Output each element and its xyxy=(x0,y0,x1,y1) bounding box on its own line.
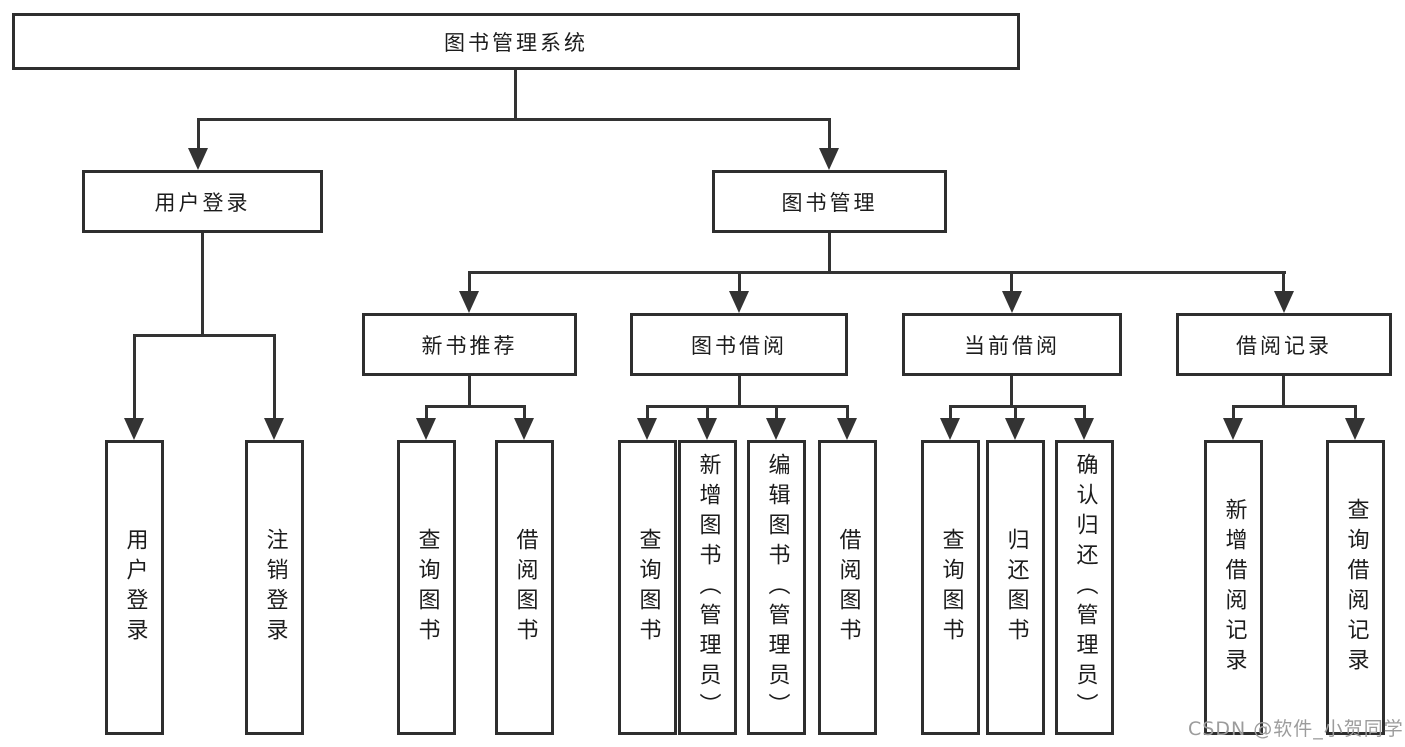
connector-records-stem xyxy=(1282,376,1285,405)
leaf-newbook-query-books: 查询图书 xyxy=(397,440,456,735)
arrowhead-down-icon xyxy=(1345,418,1365,440)
node-label: 查询图书 xyxy=(635,527,661,648)
connector-drop-leaf xyxy=(949,405,952,420)
node-book-management: 图书管理 xyxy=(712,170,947,233)
node-label: 新增借阅记录 xyxy=(1221,497,1247,678)
node-label: 图书借阅 xyxy=(691,333,787,358)
leaf-records-add-record: 新增借阅记录 xyxy=(1204,440,1263,735)
node-label: 归还图书 xyxy=(1003,527,1029,648)
node-book-borrowing: 图书借阅 xyxy=(630,313,848,376)
arrowhead-down-icon xyxy=(1074,418,1094,440)
leaf-borrowing-borrow-books: 借阅图书 xyxy=(818,440,877,735)
node-label: 查询图书 xyxy=(938,527,964,648)
connector-root-stem xyxy=(514,70,517,118)
node-user-login: 用户登录 xyxy=(82,170,323,233)
arrowhead-down-icon xyxy=(459,291,479,313)
node-borrowing-records: 借阅记录 xyxy=(1176,313,1392,376)
connector-user-stem xyxy=(201,233,204,334)
arrowhead-down-icon xyxy=(1005,418,1025,440)
arrowhead-down-icon xyxy=(940,418,960,440)
connector-drop-leaf xyxy=(646,405,649,420)
node-root-system: 图书管理系统 xyxy=(12,13,1020,70)
connector-drop-leaf xyxy=(523,405,526,420)
connector-newbook-stem xyxy=(468,376,471,405)
arrowhead-down-icon xyxy=(1002,291,1022,313)
connector-borrowing-bus xyxy=(646,405,849,408)
leaf-current-query-books: 查询图书 xyxy=(921,440,980,735)
connector-drop-current xyxy=(1010,271,1013,293)
node-label: 确认归还（管理员） xyxy=(1072,452,1098,723)
leaf-newbook-borrow-books: 借阅图书 xyxy=(495,440,554,735)
leaf-records-query-record: 查询借阅记录 xyxy=(1326,440,1385,735)
csdn-watermark: CSDN @软件_小贺同学 xyxy=(1188,718,1404,740)
connector-newbook-bus xyxy=(425,405,526,408)
connector-mgmt-stem xyxy=(828,233,831,271)
arrowhead-down-icon xyxy=(819,148,839,170)
leaf-borrowing-edit-books-admin: 编辑图书（管理员） xyxy=(747,440,806,735)
node-label: 用户登录 xyxy=(122,527,148,648)
connector-drop-borrowing xyxy=(738,271,741,293)
connector-drop-newbook xyxy=(468,271,471,293)
connector-drop-leaf xyxy=(706,405,709,420)
connector-drop-leaf xyxy=(1014,405,1017,420)
node-label: 借阅图书 xyxy=(835,527,861,648)
node-label: 当前借阅 xyxy=(964,333,1060,358)
arrowhead-down-icon xyxy=(837,418,857,440)
node-new-book-recommend: 新书推荐 xyxy=(362,313,577,376)
node-label: 图书管理系统 xyxy=(444,30,588,55)
connector-drop-leaf xyxy=(133,334,136,420)
node-label: 用户登录 xyxy=(154,190,251,215)
connector-drop-leaf xyxy=(1083,405,1086,420)
node-label: 借阅记录 xyxy=(1236,333,1332,358)
node-label: 编辑图书（管理员） xyxy=(764,452,790,723)
leaf-borrowing-query-books: 查询图书 xyxy=(618,440,677,735)
connector-records-bus xyxy=(1232,405,1357,408)
arrowhead-down-icon xyxy=(637,418,657,440)
connector-drop-records xyxy=(1282,271,1285,293)
arrowhead-down-icon xyxy=(416,418,436,440)
connector-drop-book-mgmt xyxy=(828,118,831,150)
connector-current-bus xyxy=(949,405,1086,408)
node-current-borrowing: 当前借阅 xyxy=(902,313,1122,376)
connector-drop-leaf xyxy=(273,334,276,420)
leaf-current-confirm-return-admin: 确认归还（管理员） xyxy=(1055,440,1114,735)
connector-drop-leaf xyxy=(775,405,778,420)
connector-borrowing-stem xyxy=(738,376,741,405)
arrowhead-down-icon xyxy=(1274,291,1294,313)
arrowhead-down-icon xyxy=(697,418,717,440)
arrowhead-down-icon xyxy=(1223,418,1243,440)
leaf-user-login: 用户登录 xyxy=(105,440,164,735)
node-label: 新增图书（管理员） xyxy=(695,452,721,723)
connector-drop-leaf xyxy=(425,405,428,420)
arrowhead-down-icon xyxy=(766,418,786,440)
connector-user-bus xyxy=(133,334,276,337)
connector-drop-leaf xyxy=(846,405,849,420)
node-label: 注销登录 xyxy=(262,527,288,648)
node-label: 查询借阅记录 xyxy=(1343,497,1369,678)
arrowhead-down-icon xyxy=(188,148,208,170)
connector-drop-user-login xyxy=(197,118,200,150)
connector-current-stem xyxy=(1010,376,1013,405)
arrowhead-down-icon xyxy=(514,418,534,440)
node-label: 新书推荐 xyxy=(421,333,518,358)
connector-drop-leaf xyxy=(1232,405,1235,420)
leaf-current-return-books: 归还图书 xyxy=(986,440,1045,735)
arrowhead-down-icon xyxy=(124,418,144,440)
node-label: 图书管理 xyxy=(781,190,878,215)
connector-mgmt-bus xyxy=(468,271,1286,274)
node-label: 借阅图书 xyxy=(512,527,538,648)
leaf-borrowing-add-books-admin: 新增图书（管理员） xyxy=(678,440,737,735)
connector-root-bus xyxy=(197,118,831,121)
node-label: 查询图书 xyxy=(414,527,440,648)
leaf-logout: 注销登录 xyxy=(245,440,304,735)
arrowhead-down-icon xyxy=(264,418,284,440)
arrowhead-down-icon xyxy=(729,291,749,313)
connector-drop-leaf xyxy=(1354,405,1357,420)
